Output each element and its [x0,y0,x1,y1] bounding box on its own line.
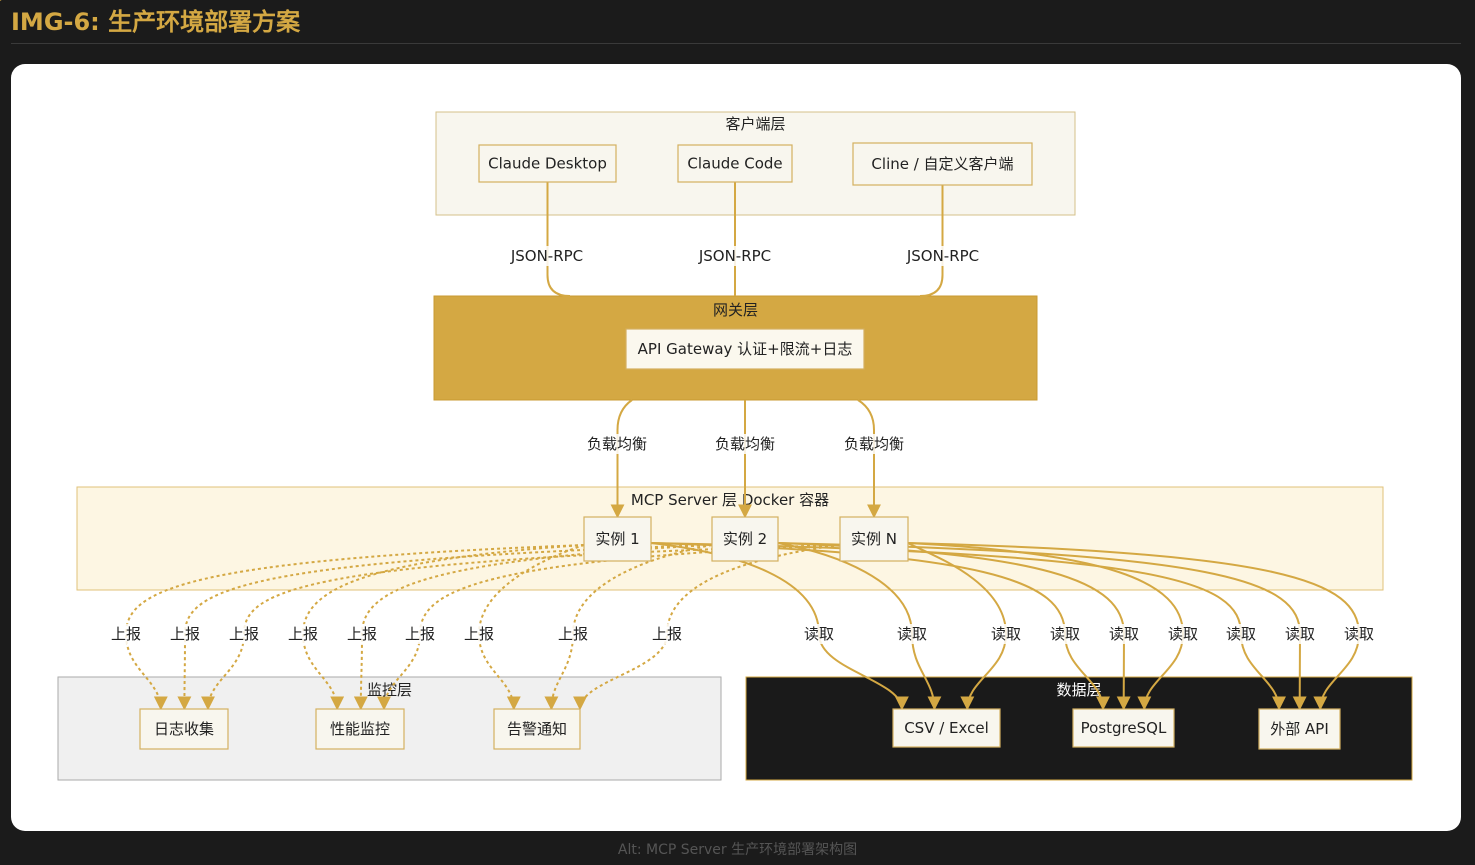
node-label: 外部 API [1270,720,1329,738]
node-label: Cline / 自定义客户端 [871,155,1013,173]
svg-text:读取: 读取 [1285,625,1315,643]
edge [124,544,585,711]
edge-label: 读取 [986,624,1026,644]
svg-text:上报: 上报 [229,625,259,643]
node-inst2[interactable]: 实例 2 [711,516,779,562]
node-pg[interactable]: PostgreSQL [1072,708,1175,748]
alt-caption: Alt: MCP Server 生产环境部署架构图 [617,842,858,858]
svg-text:负载均衡: 负载均衡 [587,435,647,453]
edge-label: 读取 [1163,624,1203,644]
edge-label: 上报 [209,624,279,644]
node-log[interactable]: 日志收集 [139,708,229,750]
svg-text:上报: 上报 [288,625,318,643]
svg-text:负载均衡: 负载均衡 [844,435,904,453]
group-label: MCP Server 层 Docker 容器 [631,491,829,509]
svg-text:上报: 上报 [111,625,141,643]
edge-label: 读取 [1339,624,1379,644]
svg-text:上报: 上报 [558,625,588,643]
edge-label: 上报 [538,624,608,644]
edge [177,544,713,711]
svg-text:JSON-RPC: JSON-RPC [510,247,583,265]
edge [610,399,633,519]
node-label: 实例 N [851,530,897,548]
edge-label: 读取 [1104,624,1144,644]
svg-text:读取: 读取 [897,625,927,643]
edge-label: 读取 [1280,624,1320,644]
edge-label: JSON-RPC [906,246,979,266]
edge-label: 读取 [1045,624,1085,644]
divider [11,43,1461,44]
node-label: Claude Code [687,155,782,173]
edge [857,399,881,519]
edge [777,542,1307,711]
edge [777,542,942,711]
node-instN[interactable]: 实例 N [839,516,909,562]
svg-text:读取: 读取 [1050,625,1080,643]
svg-text:JSON-RPC: JSON-RPC [698,247,771,265]
node-label: PostgreSQL [1081,719,1167,737]
node-claude_desktop[interactable]: Claude Desktop [478,144,617,183]
edge-label: 负载均衡 [587,434,647,454]
edge [201,544,841,711]
edge-label: 负载均衡 [715,434,775,454]
node-label: 告警通知 [507,720,567,738]
edge [650,542,1287,711]
node-label: 性能监控 [330,720,390,738]
node-api[interactable]: 外部 API [1258,708,1341,750]
svg-text:JSON-RPC: JSON-RPC [906,247,979,265]
svg-text:上报: 上报 [464,625,494,643]
edge-label: JSON-RPC [510,246,583,266]
edge-label: 读取 [1221,624,1261,644]
svg-text:负载均衡: 负载均衡 [715,435,775,453]
node-alert[interactable]: 告警通知 [493,708,581,750]
edge-label: JSON-RPC [698,246,771,266]
node-label: 实例 1 [595,530,639,548]
svg-text:上报: 上报 [347,625,377,643]
svg-text:读取: 读取 [1344,625,1374,643]
node-label: Claude Desktop [488,155,607,173]
group-label: 网关层 [713,301,758,319]
page-title: IMG-6: 生产环境部署方案 [11,8,301,36]
edge-label: 上报 [632,624,702,644]
node-claude_code[interactable]: Claude Code [677,144,793,183]
edge-label: 读取 [799,624,839,644]
edge-label: 上报 [444,624,514,644]
edge-label: 读取 [892,624,932,644]
svg-text:读取: 读取 [1168,625,1198,643]
svg-text:读取: 读取 [1226,625,1256,643]
node-perf[interactable]: 性能监控 [315,708,405,750]
node-label: 日志收集 [154,720,214,738]
edge [301,544,585,711]
edge-label: 负载均衡 [844,434,904,454]
svg-text:读取: 读取 [1109,625,1139,643]
edge-label: 上报 [91,624,161,644]
group-label: 数据层 [1056,681,1101,699]
svg-text:上报: 上报 [405,625,435,643]
svg-text:上报: 上报 [652,625,682,643]
node-csv[interactable]: CSV / Excel [892,708,1001,748]
edge-label: 上报 [150,624,220,644]
edge-label: 上报 [385,624,455,644]
node-api_gateway[interactable]: API Gateway 认证+限流+日志 [625,328,865,370]
group-label: 客户端层 [725,115,785,133]
node-label: CSV / Excel [904,719,989,737]
node-inst1[interactable]: 实例 1 [583,516,652,562]
edge-label: 上报 [268,624,338,644]
edge-label: 上报 [327,624,397,644]
svg-text:读取: 读取 [804,625,834,643]
svg-text:上报: 上报 [170,625,200,643]
edge [907,542,1361,711]
node-label: API Gateway 认证+限流+日志 [638,340,853,358]
svg-text:读取: 读取 [991,625,1021,643]
node-cline[interactable]: Cline / 自定义客户端 [852,142,1033,186]
node-label: 实例 2 [723,530,767,548]
